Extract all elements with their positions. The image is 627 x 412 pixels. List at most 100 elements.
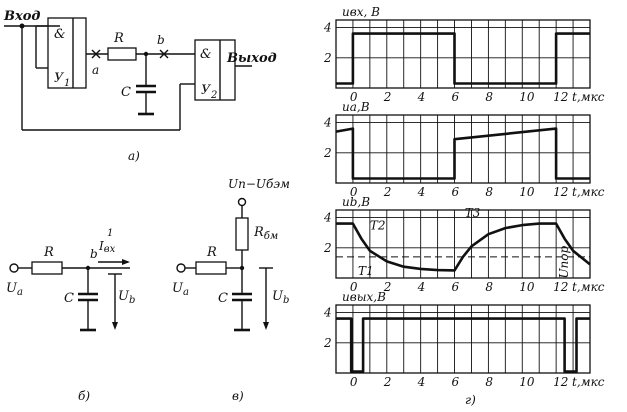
- rbm-label: Rбм: [253, 225, 278, 242]
- x-tick-label: 10: [519, 375, 535, 389]
- ub-v-label: Ub: [272, 289, 289, 306]
- output-label: Выход: [226, 51, 277, 66]
- x-tick-label: 10: [519, 90, 535, 104]
- panel-label: uвх, В: [342, 5, 380, 19]
- x-tick-label: 8: [485, 90, 493, 104]
- panel-frame: [335, 19, 591, 89]
- x-tick-label: 12: [553, 90, 568, 104]
- x-tick-label: 0: [350, 185, 358, 199]
- node-a-cross-icon: [91, 49, 101, 59]
- x-tick-label: 12: [553, 280, 568, 294]
- caption-b: б): [78, 389, 90, 403]
- node-a-label: a: [92, 63, 99, 77]
- cap-v-label: C: [218, 291, 228, 306]
- time-axis-label: t,мкс: [572, 90, 605, 104]
- t1-label: T1: [358, 264, 374, 278]
- ub-arrow-icon: [108, 273, 122, 330]
- capacitor-label: C: [121, 85, 131, 100]
- x-tick-label: 12: [553, 375, 568, 389]
- x-tick-label: 4: [417, 375, 426, 389]
- time-axis-label: t,мкс: [572, 185, 605, 199]
- x-tick-label: 8: [485, 280, 493, 294]
- resistor-v: [195, 261, 227, 275]
- junction-v: [239, 265, 245, 271]
- gate2: [194, 39, 236, 101]
- current-label: Iвх: [98, 239, 116, 255]
- x-tick-label: 2: [383, 185, 392, 199]
- x-tick-label: 0: [350, 375, 358, 389]
- ub-v-arrow-icon: [259, 267, 273, 330]
- resistor-r: [107, 47, 137, 61]
- circuit-v: Uп−Uбэм Rбм R C Ua Ub в): [172, 177, 290, 403]
- gate1-sub: 1: [64, 78, 70, 89]
- resistor-v-label: R: [206, 245, 217, 260]
- panel-label: uвых,В: [342, 290, 386, 304]
- circuit-b: R b Iвх 1 C Ua Ub б): [6, 228, 135, 403]
- node-b-b-label: b: [90, 247, 98, 261]
- x-tick-label: 6: [452, 280, 460, 294]
- x-tick-label: 4: [417, 185, 426, 199]
- resistor-rbm: [235, 217, 249, 251]
- ua-v-label: Ua: [172, 281, 189, 298]
- caption-v: в): [232, 389, 244, 403]
- caption-g: г): [465, 393, 476, 407]
- y-tick-label: 4: [323, 306, 332, 320]
- node-b-cross-icon: [159, 49, 169, 59]
- y-tick-label: 2: [323, 51, 332, 65]
- x-tick-label: 4: [417, 90, 426, 104]
- input-label: Вход: [3, 9, 40, 24]
- upor-label: Uпор: [557, 245, 571, 278]
- series-line: [336, 32, 590, 85]
- terminal-supply: [237, 197, 247, 207]
- x-tick-label: 8: [485, 185, 493, 199]
- time-axis-label: t,мкс: [572, 375, 605, 389]
- terminal-ua-v: [176, 263, 186, 273]
- panel-label: ub,В: [342, 195, 370, 209]
- y-tick-label: 2: [323, 241, 332, 255]
- time-axis-label: t,мкс: [572, 280, 605, 294]
- y-tick-label: 2: [323, 336, 332, 350]
- ub-b-label: Ub: [118, 289, 135, 306]
- y-tick-label: 4: [323, 21, 332, 35]
- current-arrow-icon: [98, 259, 130, 265]
- gate1-symbol: &: [54, 27, 66, 42]
- current-sup: 1: [107, 228, 113, 239]
- x-tick-label: 2: [383, 375, 392, 389]
- t2-label: T2: [370, 219, 386, 233]
- cap-b-label: C: [64, 291, 74, 306]
- gate1-name: У: [54, 71, 65, 86]
- circuit-a: Вход & У 1 a R b C &: [3, 9, 277, 163]
- gate2-sub: 2: [210, 90, 217, 101]
- series-line: [336, 317, 590, 373]
- panel-frame: [335, 304, 591, 374]
- terminal-ua: [9, 263, 19, 273]
- x-tick-label: 10: [519, 280, 535, 294]
- resistor-b: [31, 261, 63, 275]
- gate2-name: У: [201, 83, 212, 98]
- panel-frame: [335, 209, 591, 279]
- x-tick-label: 0: [350, 90, 358, 104]
- panel-frame: [335, 114, 591, 184]
- x-tick-label: 6: [452, 185, 460, 199]
- gate1: [47, 17, 87, 89]
- caption-a: а): [128, 149, 140, 163]
- node-b-label: b: [157, 33, 165, 47]
- ua-b-label: Ua: [6, 281, 23, 298]
- x-tick-label: 6: [452, 90, 460, 104]
- x-tick-label: 12: [553, 185, 568, 199]
- t3-label: T3: [465, 206, 481, 220]
- x-tick-label: 0: [350, 280, 358, 294]
- series-line: [335, 127, 590, 180]
- y-tick-label: 2: [323, 146, 332, 160]
- x-tick-label: 10: [519, 185, 535, 199]
- x-tick-label: 6: [452, 375, 460, 389]
- gate2-symbol: &: [200, 47, 212, 62]
- x-tick-label: 4: [417, 280, 426, 294]
- resistor-label: R: [113, 31, 124, 46]
